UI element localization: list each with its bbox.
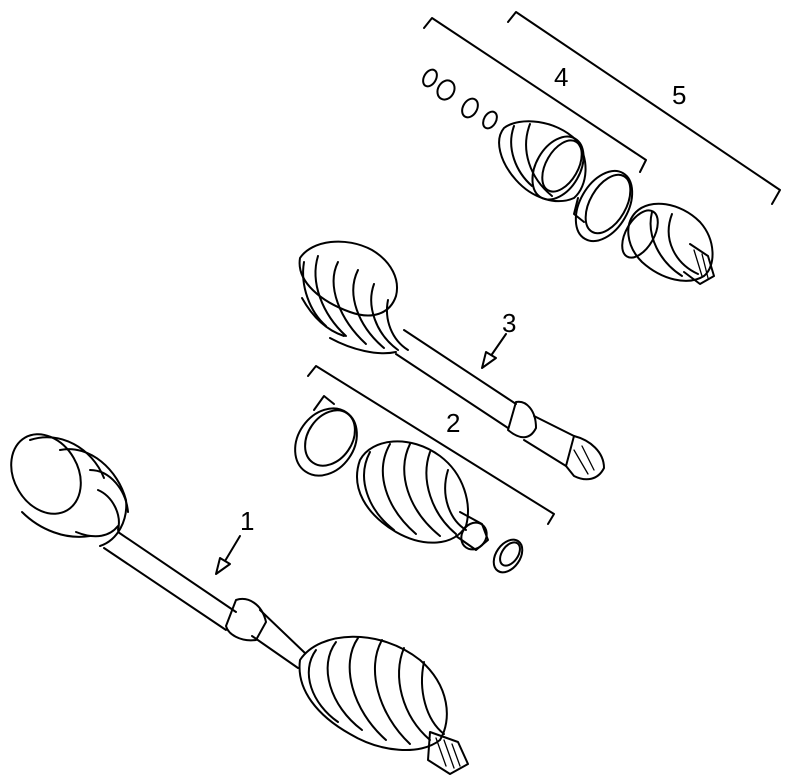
callout-1-label: 1 bbox=[240, 506, 254, 536]
callout-1-arrowhead bbox=[215, 557, 231, 575]
callout-4-bracket bbox=[423, 17, 647, 173]
callout-3-label: 3 bbox=[502, 308, 516, 338]
callout-5-bracket bbox=[507, 11, 781, 205]
callout-4-label: 4 bbox=[554, 62, 568, 92]
part-3-axle-shaft bbox=[298, 240, 605, 481]
callout-3-arrowhead bbox=[481, 351, 497, 369]
callout-2-bracket bbox=[307, 365, 555, 525]
callout-5-label: 5 bbox=[672, 80, 686, 110]
part-5-outer-joint bbox=[507, 11, 781, 285]
part-4-boot-kit bbox=[422, 17, 647, 243]
callout-2-label: 2 bbox=[446, 408, 460, 438]
part-1-axle-assembly bbox=[10, 433, 469, 775]
part-2-boot-kit bbox=[294, 365, 555, 574]
